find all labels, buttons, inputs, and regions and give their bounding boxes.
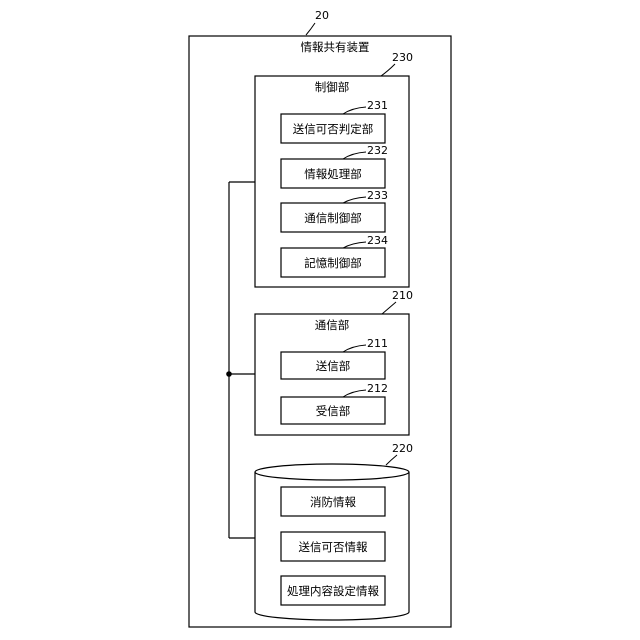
block-233: 233 通信制御部 [281,189,388,232]
block-211-label: 送信部 [316,359,351,373]
device-label: 情報共有装置 [301,40,370,54]
device-ref: 20 [315,9,329,22]
block-234: 234 記憶制御部 [281,234,388,277]
block-232-ref: 232 [367,144,388,157]
block-232: 232 情報処理部 [281,144,388,188]
control-unit-label: 制御部 [315,80,350,94]
block-233-ref: 233 [367,189,388,202]
block-234-label: 記憶制御部 [304,256,362,270]
storage-item-0-label: 消防情報 [310,495,356,509]
device-leader [306,23,315,35]
block-231-ref: 231 [367,99,388,112]
block-233-label: 通信制御部 [304,211,362,225]
comm-unit-210: 210 通信部 211 送信部 212 受信部 [255,289,413,435]
control-unit-230: 230 制御部 231 送信可否判定部 232 情報処理部 233 通信制御部 … [255,51,413,287]
block-231: 231 送信可否判定部 [281,99,388,143]
storage-item-2-label: 処理内容設定情報 [287,584,379,598]
comm-unit-ref: 210 [392,289,413,302]
block-211-ref: 211 [367,337,388,350]
block-212-label: 受信部 [316,404,351,418]
storage-item-1-label: 送信可否情報 [299,540,368,554]
storage-unit-ref: 220 [392,442,413,455]
block-231-label: 送信可否判定部 [293,122,374,136]
storage-cylinder-top [255,464,409,480]
block-234-ref: 234 [367,234,388,247]
comm-unit-label: 通信部 [315,318,350,332]
storage-unit-220: 220 消防情報 送信可否情報 処理内容設定情報 [255,442,413,620]
block-212: 212 受信部 [281,382,388,424]
internal-bus [226,182,255,538]
control-unit-ref: 230 [392,51,413,64]
block-211: 211 送信部 [281,337,388,379]
control-unit-leader [381,64,395,76]
block-232-label: 情報処理部 [304,167,362,181]
block-212-ref: 212 [367,382,388,395]
bus-junction-dot [226,371,232,377]
